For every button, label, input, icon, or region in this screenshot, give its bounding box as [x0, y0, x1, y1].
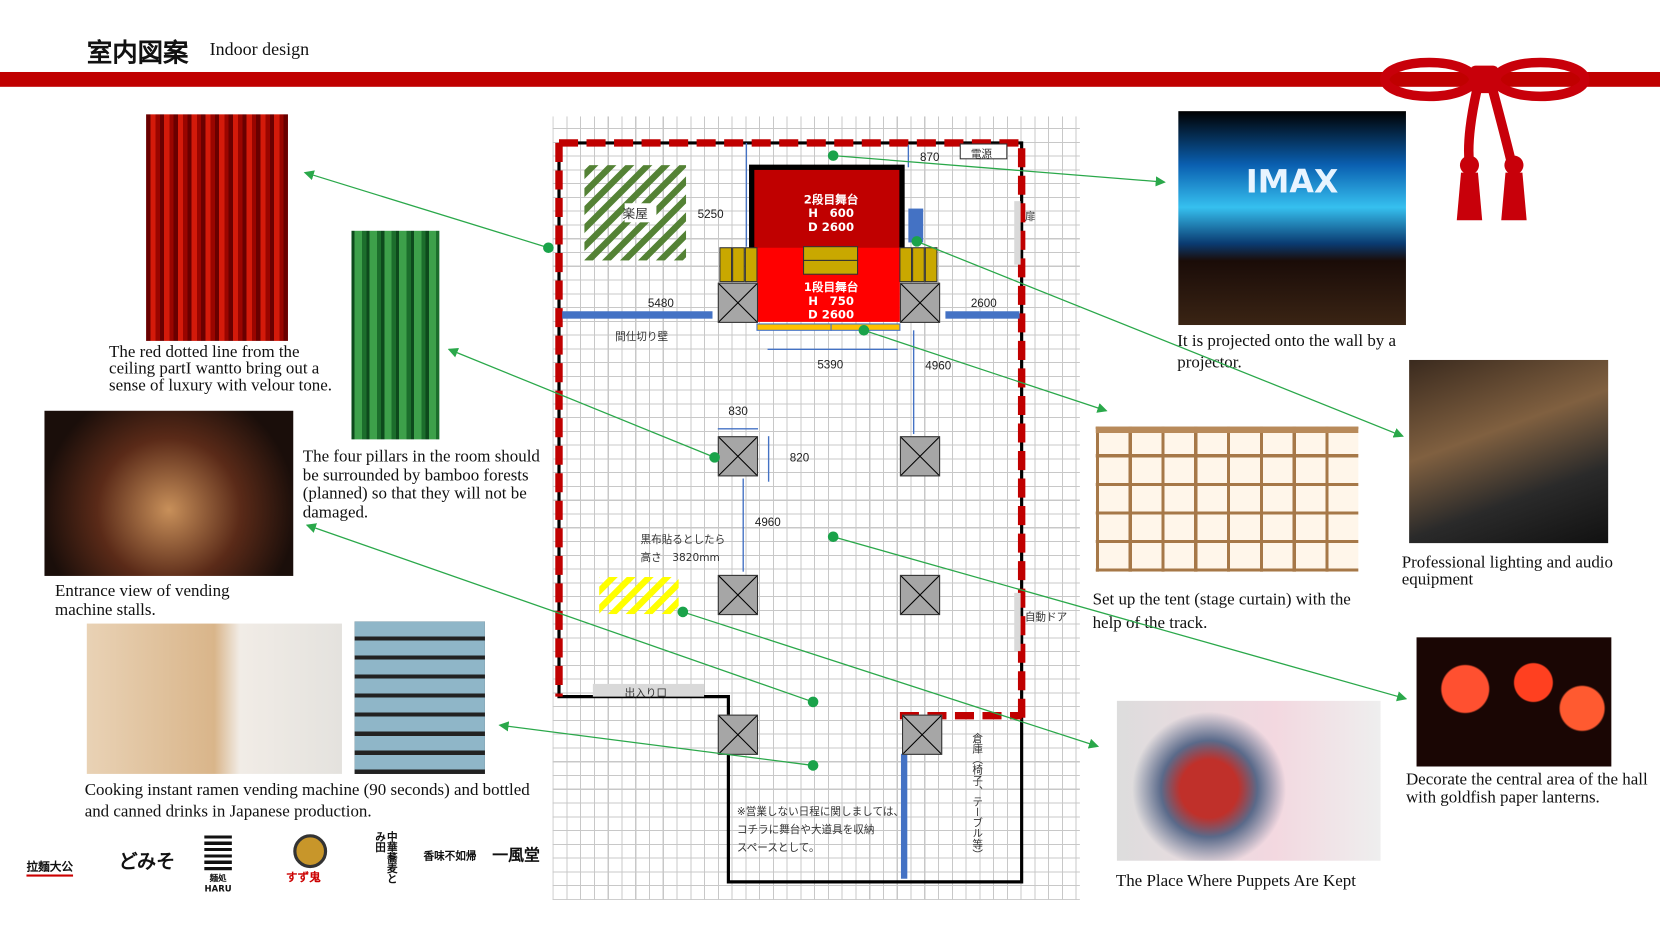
pillar — [899, 436, 941, 477]
auto-door-label: 自動ドア — [1024, 611, 1068, 624]
power-label: 電源 — [970, 149, 993, 161]
stage-2-name: 2段目舞台 — [803, 192, 859, 207]
connector-stalls — [305, 523, 814, 703]
dim-5480: 5480 — [647, 297, 674, 311]
page-title-jp: 室内図案 — [86, 38, 189, 68]
connector-ramen — [498, 721, 814, 767]
dim-820: 820 — [789, 452, 810, 465]
stalls-caption: Entrance view of vending machine stalls. — [55, 582, 230, 620]
stage-1-depth: D 2600 — [808, 308, 855, 322]
audio-equipment-image — [1409, 359, 1609, 544]
connector-tent — [863, 329, 1108, 413]
pillar — [899, 574, 941, 616]
storage-note: ※営業しない日程に関しましては、 コチラに舞台や大道具を収納 スペースとして。 — [737, 804, 904, 858]
ramen-vending-image — [86, 623, 342, 774]
stage-1-label: 1段目舞台 H 750 D 2600 — [789, 281, 874, 322]
red-ribbon-band — [0, 71, 1660, 87]
curtain-caption: The red dotted line from the ceiling par… — [109, 343, 333, 395]
projector-caption: It is projected onto the wall by a proje… — [1177, 332, 1397, 372]
tent-caption: Set up the tent (stage curtain) with the… — [1092, 590, 1351, 633]
dim-2600: 2600 — [970, 297, 997, 311]
puppets-caption: The Place Where Puppets Are Kept — [1115, 872, 1356, 891]
imax-label: IMAX — [1245, 164, 1339, 202]
logo-ippudo: 一風堂 — [492, 845, 540, 865]
black-cloth-note-line1: 黒布貼るとしたら — [640, 534, 726, 547]
drinks-vending-image — [354, 621, 485, 774]
red-curtain-image — [146, 114, 288, 341]
pillar — [899, 282, 941, 323]
dim-5250: 5250 — [697, 208, 724, 222]
stage-2-label: 2段目舞台 H 600 D 2600 — [789, 193, 874, 234]
ramen-caption: Cooking instant ramen vending machine (9… — [84, 781, 530, 821]
entrance-label: 出入り口 — [624, 688, 667, 700]
pillar — [717, 282, 759, 323]
lanterns-caption: Decorate the central area of the hall wi… — [1405, 770, 1648, 807]
page-title-en: Indoor design — [209, 39, 310, 60]
connector-audio — [916, 240, 1404, 438]
connector-projector — [833, 154, 1166, 187]
connector-puppets — [682, 611, 1100, 749]
nebuta-puppet-image — [1116, 700, 1381, 861]
storage-label: 倉庫（椅子、テーブル等） — [969, 732, 982, 860]
dim-4960-lower: 4960 — [754, 516, 781, 530]
door-label: 扉 — [1024, 211, 1036, 224]
pillar — [902, 714, 943, 755]
dim-4960-top: 4960 — [925, 359, 952, 373]
stage-2-height: H 600 — [808, 206, 854, 221]
black-cloth-note: 黒布貼るとしたら 高さ 3820mm — [640, 530, 726, 565]
black-cloth-note-line2: 高さ 3820mm — [640, 552, 720, 565]
dim-830: 830 — [728, 405, 748, 419]
imax-image: IMAX — [1178, 111, 1406, 326]
partition-label: 間仕切り壁 — [615, 331, 669, 344]
logo-tomita: 中華蕎麦とみ田 — [372, 831, 396, 885]
logo-suzuki: すず鬼 — [285, 870, 321, 885]
bamboo-image — [351, 230, 440, 440]
green-room-label: 楽屋 — [622, 206, 648, 222]
dim-870: 870 — [920, 151, 940, 165]
logo-suzuki-emblem — [293, 834, 328, 869]
logo-hototogisu: 香味不如帰 — [423, 851, 477, 863]
logo-domiso: どみそ — [118, 851, 176, 874]
storage-note-line1: ※営業しない日程に関しましては、 — [736, 806, 905, 819]
goldfish-lanterns-image — [1416, 637, 1612, 767]
connector-bamboo — [447, 348, 715, 458]
bamboo-caption: The four pillars in the room should be s… — [302, 447, 540, 522]
storage-note-line3: スペースとして。 — [736, 842, 820, 855]
logo-rakudaiko: 拉麺大公 — [26, 858, 74, 877]
red-bow-icon — [1380, 57, 1590, 221]
shoji-door-image — [1095, 426, 1359, 572]
logo-haru: 麺処HARU — [196, 834, 240, 894]
pillar — [717, 574, 759, 616]
dim-5390: 5390 — [817, 358, 844, 372]
stage-1-name: 1段目舞台 — [803, 280, 859, 295]
pillar — [717, 714, 759, 755]
stage-1-height: H 750 — [808, 294, 854, 309]
connector-lanterns — [833, 536, 1408, 702]
connector-curtain — [303, 170, 549, 249]
stage-2-depth: D 2600 — [808, 220, 855, 234]
stall-entrance-image — [44, 410, 294, 576]
audio-caption: Professional lighting and audio equipmen… — [1401, 553, 1613, 589]
storage-note-line2: コチラに舞台や大道具を収納 — [736, 824, 875, 837]
